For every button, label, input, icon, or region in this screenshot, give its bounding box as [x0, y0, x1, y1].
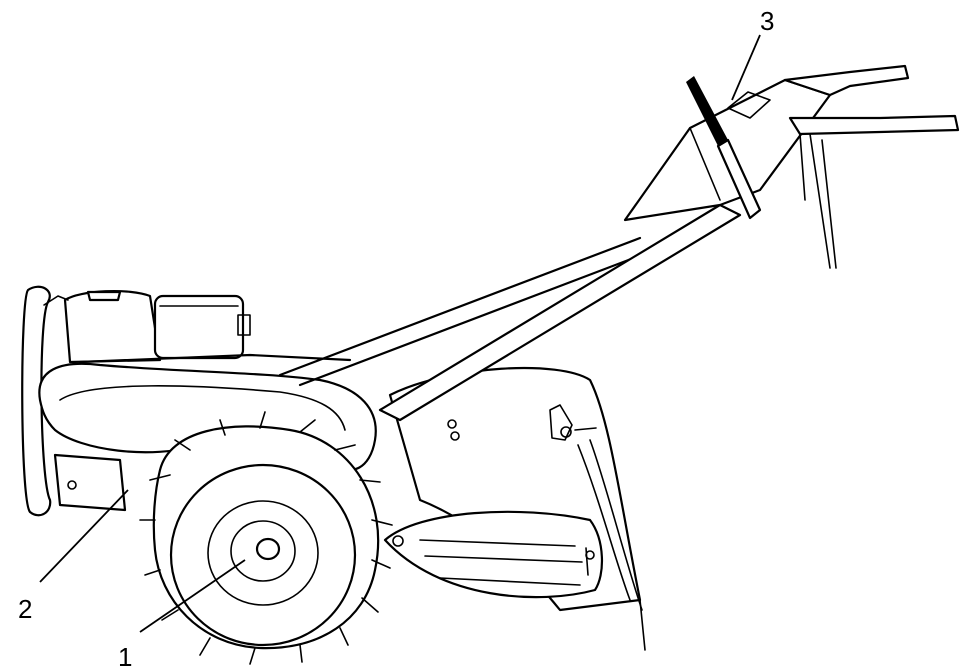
tine-hood — [388, 366, 646, 651]
callout-1-label: 1 — [118, 642, 132, 671]
control-lever — [686, 76, 771, 220]
callout-3-label: 3 — [760, 6, 774, 36]
handlebars — [278, 64, 960, 422]
fender — [38, 362, 377, 471]
callout-1-leader — [139, 559, 246, 633]
side-shield — [383, 510, 604, 599]
front-bumper — [21, 285, 69, 517]
wheel — [139, 411, 393, 665]
depth-bar-bracket — [549, 404, 597, 441]
callout-2-label: 2 — [18, 594, 32, 624]
callout-3-leader — [731, 34, 761, 101]
transmission-housing — [53, 453, 127, 512]
engine — [63, 289, 352, 364]
callout-2-leader — [39, 489, 129, 583]
